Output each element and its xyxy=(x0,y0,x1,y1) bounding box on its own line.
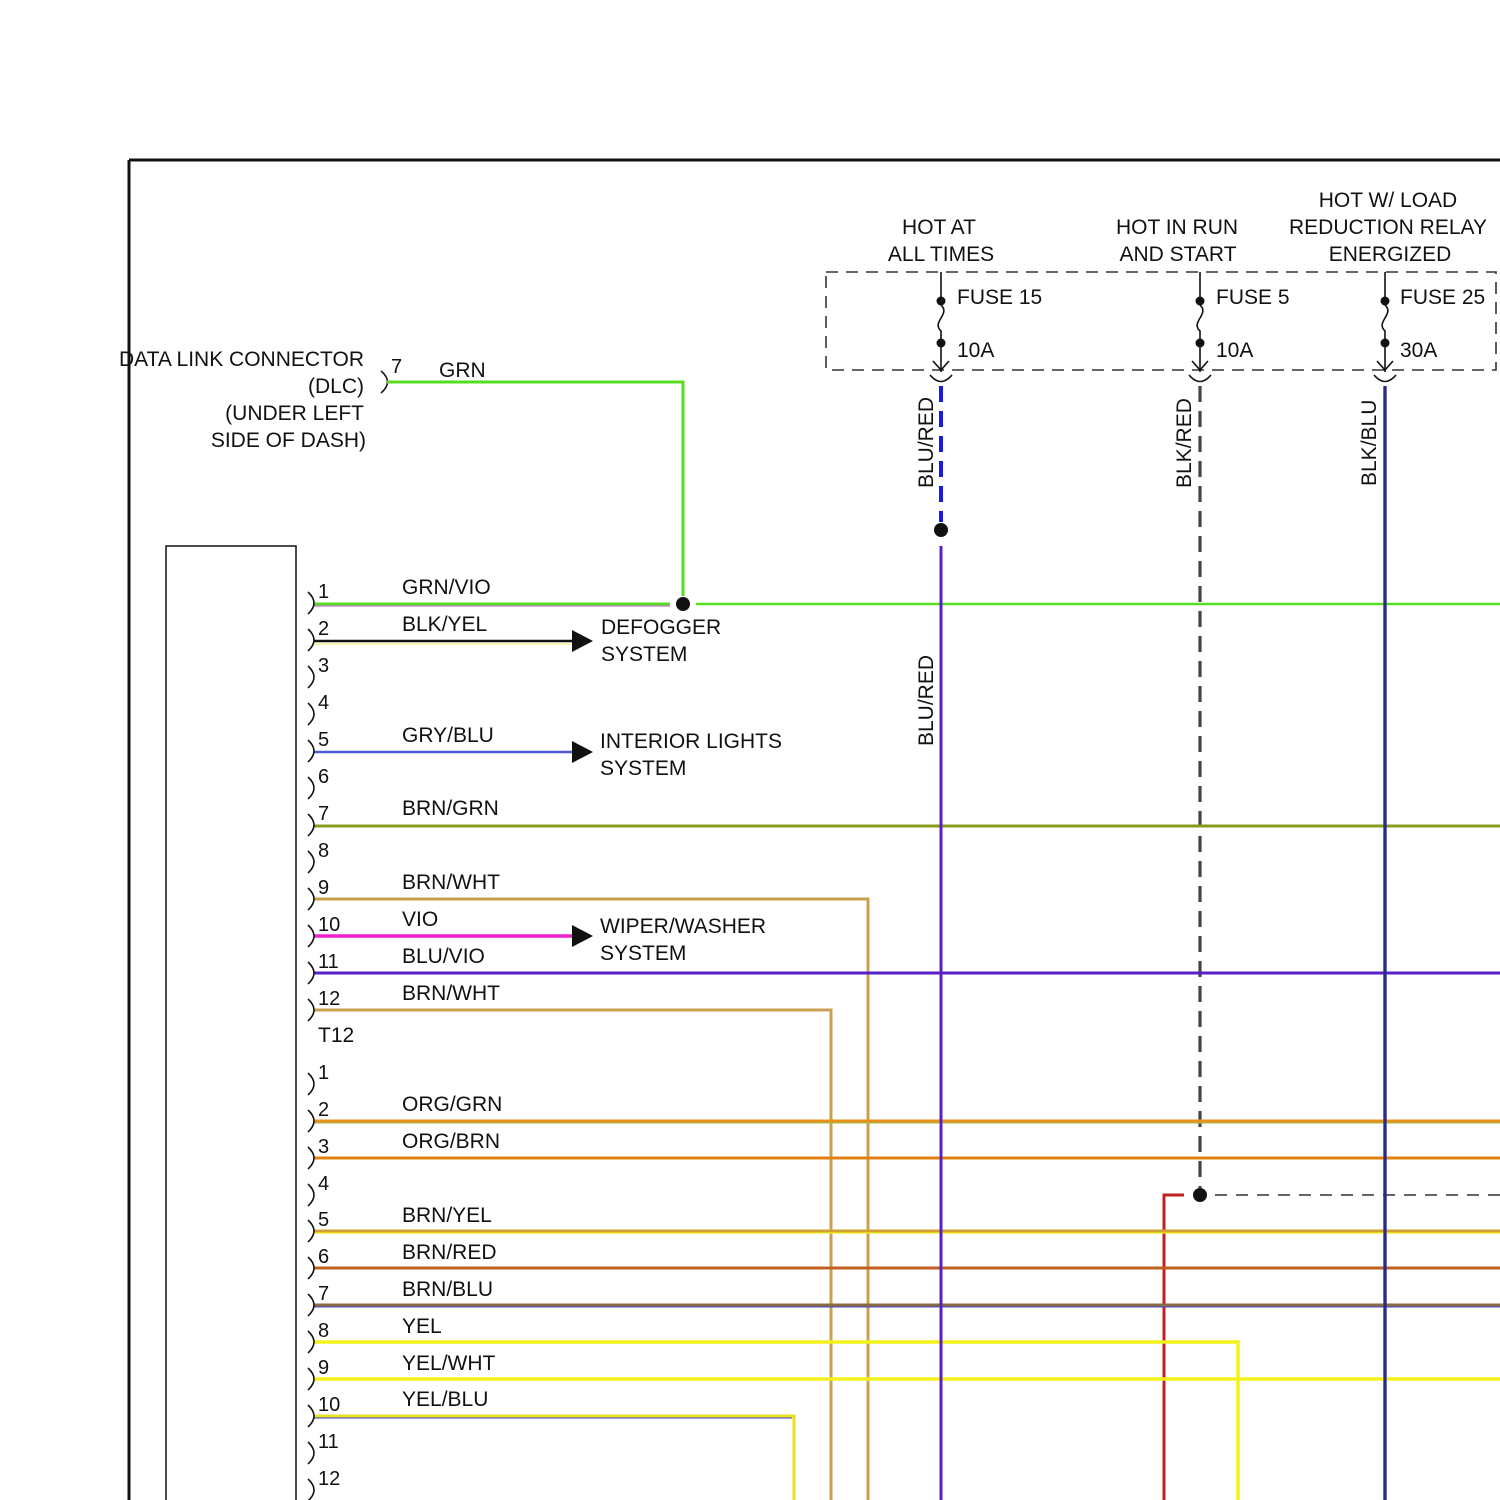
wire-label-a10: VIO xyxy=(402,908,438,931)
dlc-label-line4: SIDE OF DASH) xyxy=(211,429,366,452)
system-interior-lights-line1: INTERIOR LIGHTS xyxy=(600,730,782,753)
fuse-25-name: FUSE 25 xyxy=(1400,286,1485,309)
connector-b-wires xyxy=(314,1121,1500,1500)
wire-label-b9: YEL/WHT xyxy=(402,1352,496,1375)
wire-red-branch xyxy=(1164,1195,1184,1500)
label-fuse15-wire-lower: BLU/RED xyxy=(915,655,938,746)
wire-label-a11: BLU/VIO xyxy=(402,945,485,968)
pin-b10: 10 xyxy=(318,1394,340,1416)
pin-b1: 1 xyxy=(318,1062,329,1084)
system-labels: DEFOGGER SYSTEM INTERIOR LIGHTS SYSTEM W… xyxy=(600,616,782,965)
header-load-reduction-line1: HOT W/ LOAD xyxy=(1319,189,1457,212)
pin-a12: 12 xyxy=(318,988,340,1010)
dlc-wire-label: GRN xyxy=(439,359,486,382)
pin-a3: 3 xyxy=(318,655,329,677)
pin-b11: 11 xyxy=(318,1431,339,1453)
dlc-label-line1: DATA LINK CONNECTOR xyxy=(119,348,364,371)
pin-a7: 7 xyxy=(318,803,329,825)
header-hot-at-all-times-line1: HOT AT xyxy=(902,216,976,239)
power-headers: HOT AT ALL TIMES HOT IN RUN AND START HO… xyxy=(888,189,1487,266)
connector-b-name: T12 xyxy=(318,1024,354,1047)
header-load-reduction-line2: REDUCTION RELAY xyxy=(1289,216,1487,239)
label-fuse15-wire-top: BLU/RED xyxy=(915,397,938,488)
dlc-label-line3: (UNDER LEFT xyxy=(225,402,364,425)
fuse-5: FUSE 5 10A xyxy=(1189,272,1290,382)
pin-a6: 6 xyxy=(318,766,329,788)
pin-b2: 2 xyxy=(318,1099,329,1121)
connector-b-pin-numbers: 1 2 3 4 5 6 7 8 9 10 11 12 xyxy=(318,1062,340,1490)
pin-b3: 3 xyxy=(318,1136,329,1158)
system-wiper-washer-line2: SYSTEM xyxy=(600,942,686,965)
fuse-wire-labels: BLU/RED BLU/RED BLK/RED BLK/BLU xyxy=(915,397,1381,746)
pin-b5: 5 xyxy=(318,1209,329,1231)
connector-a-terminals xyxy=(308,592,314,1021)
dlc-pin: 7 xyxy=(391,356,402,378)
arrow-defogger xyxy=(572,630,593,652)
wire-label-b7: BRN/BLU xyxy=(402,1278,493,1301)
control-module-box xyxy=(166,546,296,1500)
wire-a12 xyxy=(314,1010,831,1500)
system-defogger-line1: DEFOGGER xyxy=(601,616,721,639)
header-load-reduction-line3: ENERGIZED xyxy=(1329,243,1452,266)
pin-a8: 8 xyxy=(318,840,329,862)
wire-label-a2: BLK/YEL xyxy=(402,613,487,636)
wire-label-b8: YEL xyxy=(402,1315,442,1338)
dlc-terminal xyxy=(381,371,388,393)
splice-blk-red xyxy=(1193,1188,1207,1202)
connector-a-pin-numbers: 1 2 3 4 5 6 7 8 9 10 11 12 xyxy=(318,581,340,1010)
wire-b10 xyxy=(314,1416,794,1500)
wire-label-b10: YEL/BLU xyxy=(402,1388,488,1411)
splice-a1 xyxy=(676,597,690,611)
fuse-5-name: FUSE 5 xyxy=(1216,286,1290,309)
wire-label-b6: BRN/RED xyxy=(402,1241,497,1264)
fuse-15: FUSE 15 10A xyxy=(930,272,1042,382)
wire-label-b3: ORG/BRN xyxy=(402,1130,500,1153)
arrow-interior-lights xyxy=(572,741,593,763)
splice-blu-red xyxy=(934,523,948,537)
pin-b6: 6 xyxy=(318,1246,329,1268)
pin-b4: 4 xyxy=(318,1173,329,1195)
arrow-wiper-washer xyxy=(572,925,593,947)
label-fuse25-wire: BLK/BLU xyxy=(1358,400,1381,486)
wire-label-b2: ORG/GRN xyxy=(402,1093,502,1116)
wire-label-b5: BRN/YEL xyxy=(402,1204,492,1227)
system-defogger-line2: SYSTEM xyxy=(601,643,687,666)
fuse-15-name: FUSE 15 xyxy=(957,286,1042,309)
system-wiper-washer-line1: WIPER/WASHER xyxy=(600,915,766,938)
header-hot-at-all-times-line2: ALL TIMES xyxy=(888,243,994,266)
connector-b-wire-labels: ORG/GRN ORG/BRN BRN/YEL BRN/RED BRN/BLU … xyxy=(402,1093,502,1411)
pin-a5: 5 xyxy=(318,729,329,751)
pin-a9: 9 xyxy=(318,877,329,899)
pin-b7: 7 xyxy=(318,1283,329,1305)
pin-a10: 10 xyxy=(318,914,340,936)
wire-dlc-grn xyxy=(387,382,683,596)
fuse-block-outline xyxy=(826,272,1496,370)
data-link-connector: DATA LINK CONNECTOR (DLC) (UNDER LEFT SI… xyxy=(119,348,683,596)
dlc-label-line2: (DLC) xyxy=(308,375,364,398)
pin-a1: 1 xyxy=(318,581,329,603)
wire-label-a7: BRN/GRN xyxy=(402,797,499,820)
pin-a11: 11 xyxy=(318,951,339,973)
connector-b-terminals xyxy=(308,1073,314,1500)
wire-label-a12: BRN/WHT xyxy=(402,982,500,1005)
fuse-25-rating: 30A xyxy=(1400,339,1437,362)
wire-label-a1: GRN/VIO xyxy=(402,576,491,599)
wire-label-a9: BRN/WHT xyxy=(402,871,500,894)
header-hot-in-run-line1: HOT IN RUN xyxy=(1116,216,1238,239)
header-hot-in-run-line2: AND START xyxy=(1119,243,1236,266)
pin-a4: 4 xyxy=(318,692,329,714)
pin-a2: 2 xyxy=(318,618,329,640)
fuse-15-rating: 10A xyxy=(957,339,994,362)
system-interior-lights-line2: SYSTEM xyxy=(600,757,686,780)
wire-label-a5: GRY/BLU xyxy=(402,724,494,747)
wire-a9 xyxy=(314,899,868,1500)
fuse-feeds xyxy=(934,386,1500,1500)
fuse-25: FUSE 25 30A xyxy=(1374,272,1485,382)
label-fuse5-wire: BLK/RED xyxy=(1173,398,1196,488)
fuse-5-rating: 10A xyxy=(1216,339,1253,362)
pin-b8: 8 xyxy=(318,1320,329,1342)
pin-b9: 9 xyxy=(318,1357,329,1379)
pin-b12: 12 xyxy=(318,1468,340,1490)
